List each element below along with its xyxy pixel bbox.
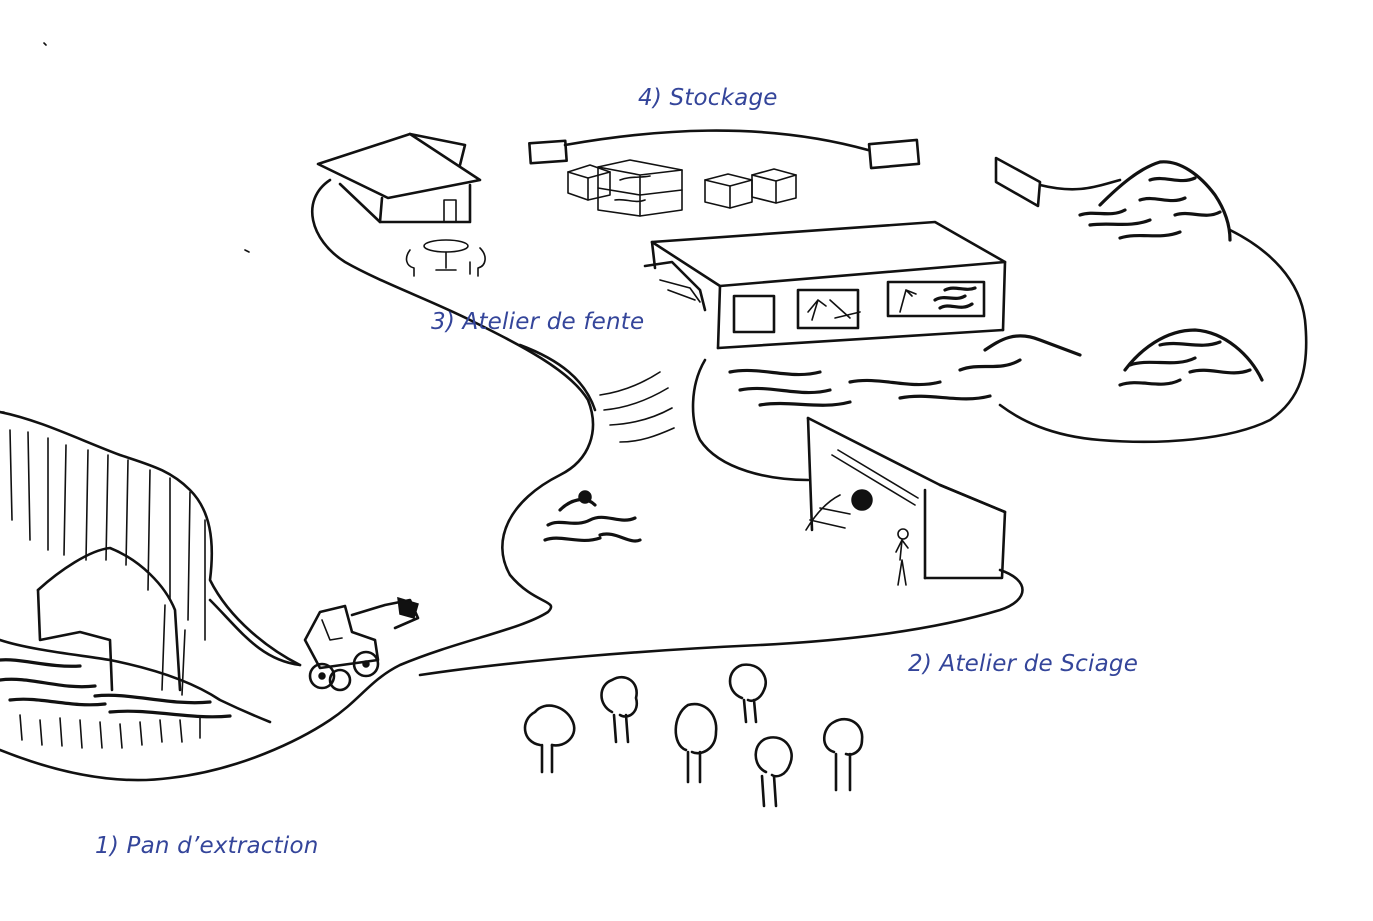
sign-middle [867, 138, 921, 170]
label-splitting-workshop: 3) Atelier de fente [431, 309, 645, 335]
motion-lines [599, 371, 675, 443]
splitting-workshop [643, 220, 1007, 350]
tree-4 [728, 663, 767, 724]
tree-2 [600, 675, 639, 744]
trees [523, 663, 864, 808]
storage-area [528, 138, 1042, 217]
label-extraction-face: 1) Pan d’extraction [95, 833, 319, 859]
rubble-piles [543, 160, 1264, 543]
tree-3 [674, 702, 718, 784]
window-1 [732, 294, 776, 334]
tree-1 [523, 704, 576, 774]
sawing-workshop [805, 416, 1007, 586]
table-and-chairs [405, 239, 486, 277]
wheel-loader [303, 596, 420, 692]
stray-marks [0, 42, 250, 413]
label-sawing-workshop: 2) Atelier de Sciage [908, 651, 1139, 677]
stone-blocks [567, 159, 797, 217]
sign-right [994, 156, 1042, 208]
tree-6 [822, 717, 864, 792]
quarry-face [0, 410, 302, 749]
window-2 [796, 288, 860, 330]
tree-5 [754, 736, 793, 808]
site-outline [0, 129, 1308, 782]
label-storage: 4) Stockage [638, 85, 778, 111]
window-3 [886, 280, 986, 318]
sign-left [528, 139, 568, 165]
house [316, 132, 486, 277]
